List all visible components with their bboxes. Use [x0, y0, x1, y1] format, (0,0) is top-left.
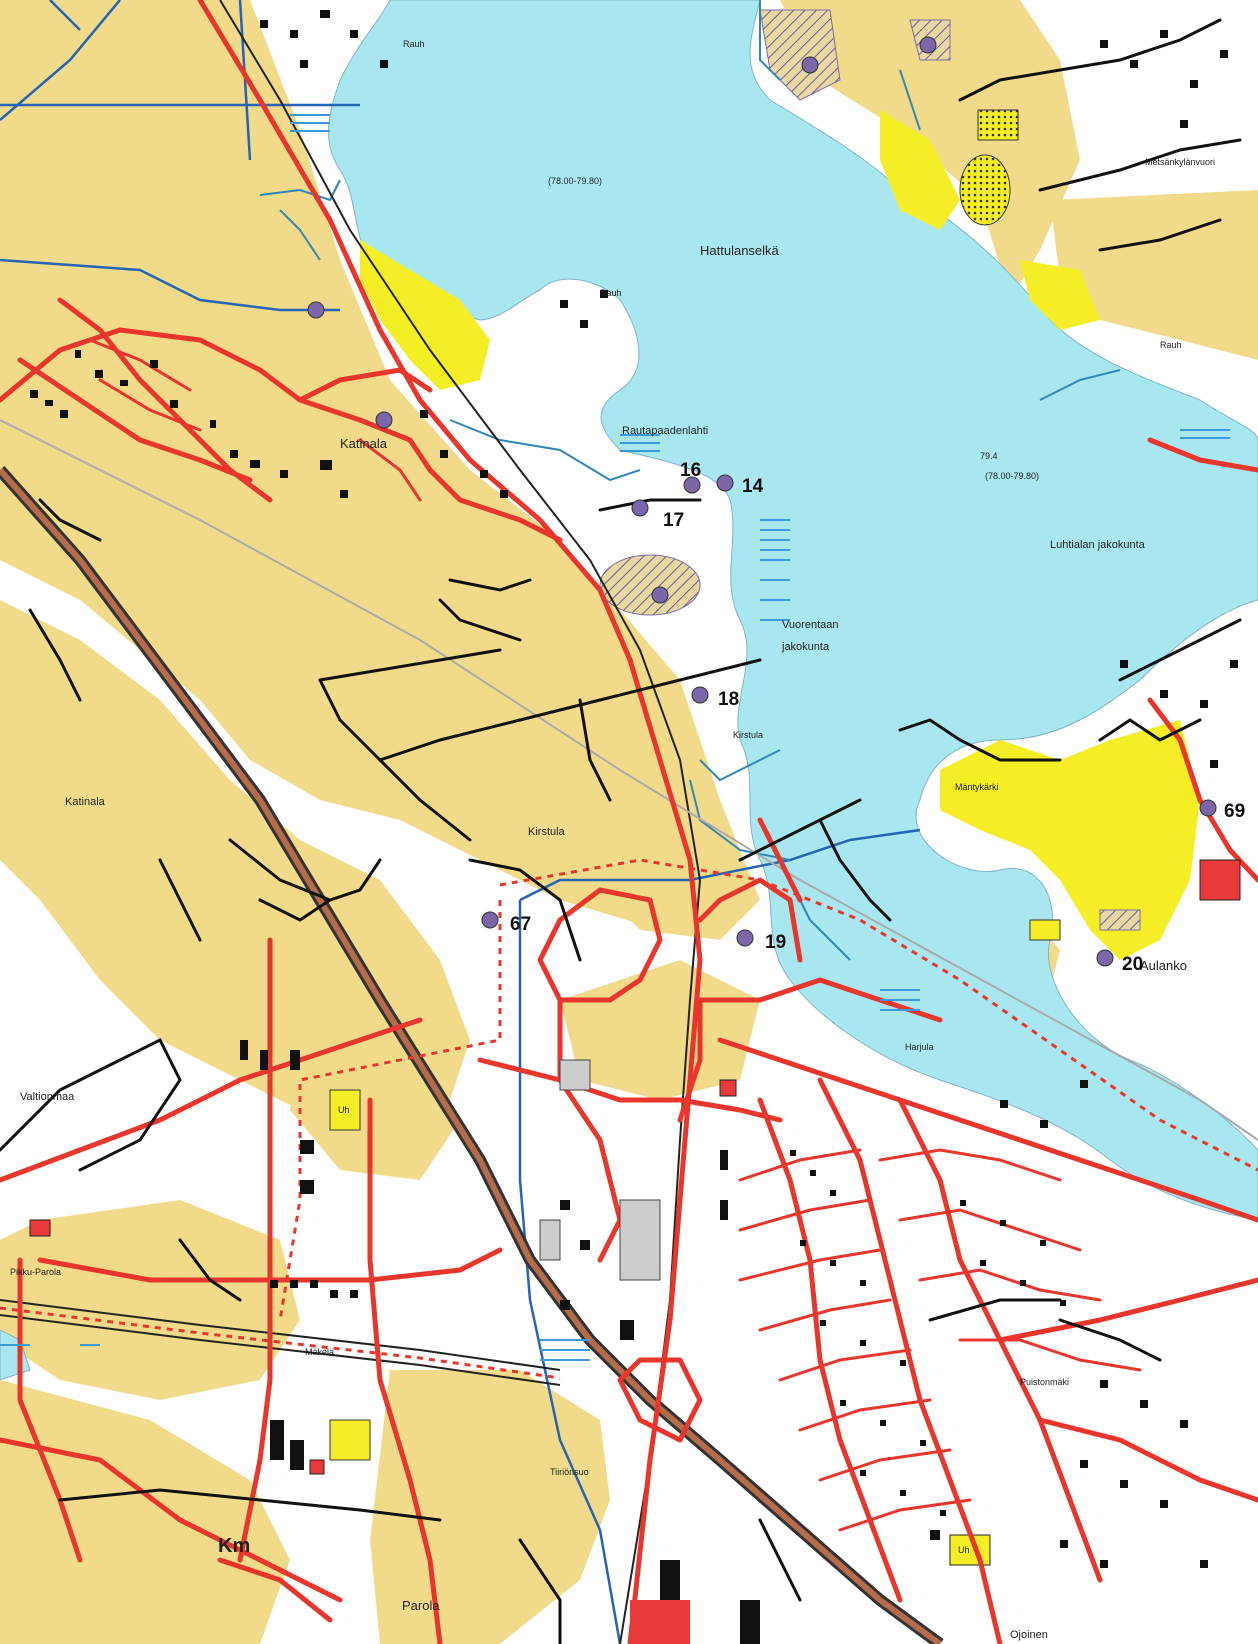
label-makela: Mäkelä	[305, 1347, 334, 1357]
label-rauh-2: Rauh	[600, 288, 622, 298]
label-water-level-1: 79.4	[980, 451, 998, 461]
label-katinala-village: Katinala	[340, 436, 388, 451]
label-mantykarki: Mäntykärki	[955, 782, 999, 792]
site-markers: 14 16 17 18 19 20 67 69	[307, 36, 1245, 975]
label-luhtialan: Luhtialan jakokunta	[1050, 539, 1146, 551]
buildings	[30, 10, 1238, 1644]
site-dot	[1199, 799, 1217, 817]
site-label: 16	[680, 460, 701, 481]
label-puistonmaki: Puistonmäki	[1020, 1377, 1069, 1387]
label-water-level-3: (78.00-79.80)	[548, 176, 602, 186]
special-buildings	[29, 859, 1241, 1475]
label-katinala-hill: Katinala	[65, 796, 106, 808]
site-marker-69[interactable]: 69	[1199, 799, 1245, 822]
site-label: 17	[663, 510, 684, 531]
label-aulanko: Aulanko	[1140, 958, 1187, 973]
label-parola: Parola	[402, 1598, 440, 1613]
label-metsankylanvuori: Metsänkylänvuori	[1145, 157, 1215, 167]
label-harjula: Harjula	[905, 1042, 934, 1052]
label-rauh-1: Rauh	[403, 39, 425, 49]
site-marker-16[interactable]: 16	[680, 460, 701, 494]
site-label: 69	[1224, 801, 1245, 822]
label-vuorentaan-1: Vuorentaan	[782, 619, 838, 631]
label-rautapaadenlahti: Rautapaadenlahti	[622, 425, 708, 437]
site-label: 67	[510, 914, 531, 935]
label-vuorentaan-2: jakokunta	[781, 641, 830, 653]
site-marker-17[interactable]: 17	[631, 499, 684, 531]
site-marker-20[interactable]: 20	[1096, 949, 1143, 975]
site-dot	[691, 686, 709, 704]
site-dot	[631, 499, 649, 517]
label-uh-2: Uh	[958, 1545, 970, 1555]
label-pikku-parola: Pikku-Parola	[10, 1267, 61, 1277]
label-rauh-3: Rauh	[1160, 340, 1182, 350]
label-kirstula-small: Kirstula	[733, 730, 763, 740]
site-label: 20	[1122, 954, 1143, 975]
site-marker-18[interactable]: 18	[691, 686, 739, 710]
hatched-areas	[599, 9, 1141, 931]
site-label: 18	[718, 689, 739, 710]
site-dot	[716, 474, 734, 492]
site-label: 14	[742, 476, 764, 497]
site-dot-unlabeled	[375, 411, 393, 429]
site-dot	[1096, 949, 1114, 967]
label-ojoinen: Ojoinen	[1010, 1629, 1048, 1641]
lake-water	[0, 0, 1258, 1381]
label-uh-1: Uh	[338, 1105, 350, 1115]
site-dot-unlabeled	[307, 301, 325, 319]
label-water-level-2: (78.00-79.80)	[985, 471, 1039, 481]
site-dot	[481, 911, 499, 929]
site-dot-unlabeled	[801, 56, 819, 74]
label-valtionmaa: Valtionmaa	[20, 1091, 75, 1103]
site-label: 19	[765, 932, 786, 953]
site-dot	[683, 476, 701, 494]
site-marker-67[interactable]: 67	[481, 911, 531, 935]
site-marker-19[interactable]: 19	[736, 929, 786, 953]
site-marker-14[interactable]: 14	[716, 474, 764, 497]
label-km: Km	[218, 1535, 250, 1557]
trails	[0, 18, 1242, 1644]
label-kirstula: Kirstula	[528, 826, 566, 838]
place-labels: Hattulanselkä Katinala Katinala Rautapaa…	[10, 39, 1215, 1641]
railways	[0, 419, 1258, 1386]
label-hattulanselka: Hattulanselkä	[700, 243, 780, 258]
shore-bright-areas	[360, 110, 1200, 1566]
label-tiirionsuo: Tiiriönsuo	[550, 1467, 589, 1477]
shore-strips	[0, 114, 1230, 1361]
site-dot	[736, 929, 754, 947]
site-dot-unlabeled	[919, 36, 937, 54]
site-dot-unlabeled	[651, 586, 669, 604]
admin-borders	[0, 0, 921, 1644]
